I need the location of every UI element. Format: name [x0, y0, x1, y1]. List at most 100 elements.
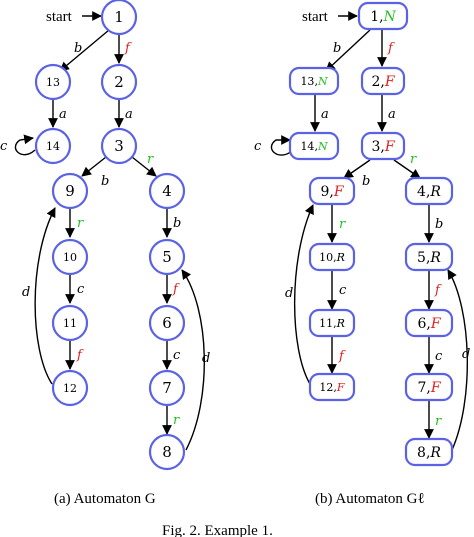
gl-state-2-id: 2 [371, 74, 380, 90]
gl-state-9-mark: F [333, 184, 345, 200]
svg-text:8,R: 8,R [417, 445, 441, 461]
caption-gl: (b) Automaton Gℓ [315, 491, 425, 507]
state-14-label: 14 [46, 140, 60, 153]
gl-state-6: 6,F [404, 308, 454, 338]
edge-gl-label-r1: r [410, 152, 417, 167]
edge-3-9 [81, 156, 107, 177]
edge-gl-label-f3: f [434, 283, 442, 298]
state-8: 8 [148, 433, 186, 471]
gl-state-12-id: 12 [319, 381, 333, 394]
gl-state-9-id: 9 [320, 184, 329, 200]
caption-g: (a) Automaton G [54, 491, 156, 507]
state-2: 2 [100, 63, 138, 101]
gl-state-2-mark: F [384, 74, 396, 90]
start-label-gl: start [302, 9, 329, 25]
gl-state-1-id: 1 [370, 9, 379, 25]
edge-gl-3-9 [343, 159, 371, 179]
gl-state-9: 9,F [308, 176, 356, 206]
edge-gl-label-b2: b [362, 174, 370, 189]
state-13: 13 [34, 63, 72, 101]
edge-8-5 [181, 269, 205, 451]
state-1: 1 [100, 0, 138, 36]
edge-label-d2: d [202, 351, 210, 366]
state-4: 4 [148, 172, 186, 210]
state-5: 5 [148, 238, 186, 276]
edge-gl-14-self [270, 135, 293, 156]
svg-text:13,N: 13,N [300, 75, 328, 88]
gl-state-10-id: 10 [319, 251, 333, 264]
gl-state-13: 13,N [288, 66, 340, 96]
state-3-label: 3 [114, 137, 124, 155]
gl-state-10-mark: R [336, 251, 345, 264]
gl-state-4-id: 4 [417, 184, 426, 200]
gl-state-3-mark: F [384, 139, 396, 155]
state-7: 7 [148, 369, 186, 407]
edge-gl-label-c1: c [254, 139, 262, 154]
gl-state-4: 4,R [404, 176, 454, 206]
edge-gl-label-f1: f [387, 41, 395, 56]
automaton-gl: start b f a a c b r r b c f f c r d [254, 1, 470, 507]
edge-label-f2: f [76, 348, 84, 363]
gl-state-10: 10,R [308, 242, 356, 272]
automaton-g: start b f a a c b r r b c f f c r d [0, 0, 210, 507]
edge-gl-label-d1: d [285, 286, 293, 301]
gl-state-11-mark: R [336, 317, 345, 330]
fig-caption: Fig. 2. Example 1. [162, 523, 273, 537]
edge-label-b3: b [173, 216, 181, 231]
gl-state-1-mark: N [383, 9, 397, 25]
state-10: 10 [51, 238, 89, 276]
edge-gl-label-r2: r [339, 217, 346, 232]
state-6: 6 [148, 304, 186, 342]
edge-label-d1: d [22, 285, 30, 300]
svg-text:7,F: 7,F [417, 380, 441, 396]
gl-state-8: 8,R [404, 437, 454, 467]
edge-label-a2: a [125, 107, 133, 122]
gl-state-4-mark: R [429, 184, 441, 200]
gl-state-8-mark: R [429, 445, 441, 461]
gl-state-6-mark: F [430, 316, 442, 332]
edge-label-f3: f [172, 282, 180, 297]
edge-14-self [14, 134, 36, 156]
edge-label-a1: a [59, 107, 67, 122]
state-7-label: 7 [162, 379, 172, 397]
edge-gl-8-5 [447, 269, 468, 451]
gl-state-8-id: 8 [417, 445, 426, 461]
edge-gl-1-13 [325, 29, 371, 72]
state-12: 12 [51, 369, 89, 407]
state-9: 9 [51, 172, 89, 210]
gl-state-12-mark: F [336, 381, 345, 394]
state-6-label: 6 [162, 314, 172, 332]
svg-text:9,F: 9,F [320, 184, 344, 200]
svg-text:2,F: 2,F [371, 74, 395, 90]
edge-label-c1: c [0, 139, 8, 154]
gl-state-3: 3,F [360, 131, 406, 161]
edge-gl-label-b3: b [435, 217, 443, 232]
svg-text:12,F: 12,F [319, 381, 345, 394]
state-1-label: 1 [114, 8, 124, 26]
edge-gl-label-a1: a [321, 107, 329, 122]
edge-gl-label-r3: r [435, 414, 442, 429]
state-2-label: 2 [114, 73, 124, 91]
state-11: 11 [51, 304, 89, 342]
state-13-label: 13 [46, 76, 60, 89]
gl-state-1: 1,N [357, 1, 409, 31]
gl-state-2: 2,F [360, 66, 406, 96]
edge-label-c3: c [173, 348, 181, 363]
svg-text:3,F: 3,F [371, 139, 395, 155]
edge-gl-3-4 [393, 159, 421, 179]
gl-state-14-id: 14 [300, 140, 314, 153]
edge-label-f1: f [124, 41, 132, 56]
gl-state-13-mark: N [317, 75, 328, 88]
edge-label-b2: b [101, 174, 109, 189]
edge-gl-label-d2: d [462, 347, 470, 362]
state-3: 3 [100, 127, 138, 165]
gl-state-5: 5,R [404, 242, 454, 272]
gl-state-3-id: 3 [371, 139, 380, 155]
edge-gl-label-b1: b [333, 41, 341, 56]
gl-state-12: 12,F [308, 372, 356, 402]
svg-text:14,N: 14,N [300, 140, 328, 153]
gl-state-11: 11,R [308, 308, 356, 338]
gl-state-7-mark: F [430, 380, 442, 396]
state-11-label: 11 [63, 317, 77, 330]
